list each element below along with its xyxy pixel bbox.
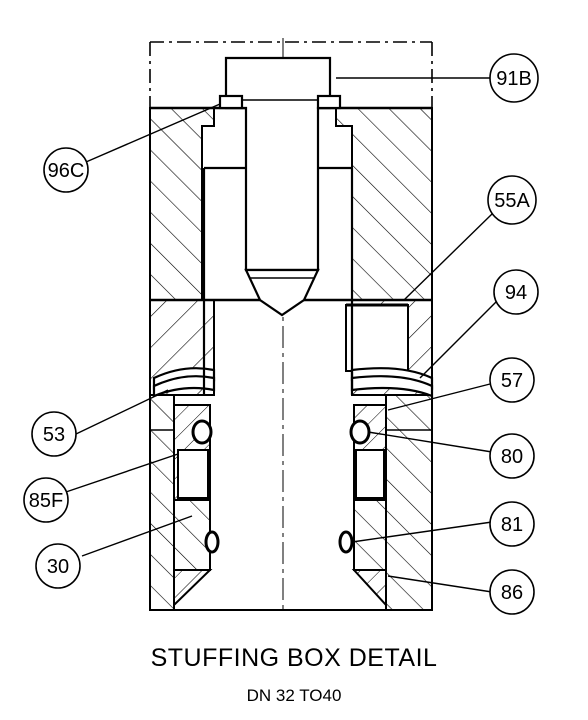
leader-lines — [59, 77, 499, 593]
svg-text:55A: 55A — [494, 190, 530, 212]
svg-text:80: 80 — [501, 446, 523, 468]
o-rings — [191, 419, 371, 554]
gland-housing — [149, 106, 433, 301]
valve-stem — [202, 56, 354, 395]
svg-text:86: 86 — [501, 582, 523, 604]
callout-85f: 85F — [23, 477, 69, 523]
svg-text:81: 81 — [501, 514, 523, 536]
drawing-title: STUFFING BOX DETAIL — [150, 644, 438, 672]
gland-flange — [218, 94, 342, 110]
svg-text:91B: 91B — [496, 68, 532, 90]
svg-text:53: 53 — [43, 424, 65, 446]
svg-text:94: 94 — [505, 282, 527, 304]
outer-boundary — [149, 41, 433, 108]
drawing-subtitle: DN 32 TO40 — [246, 686, 342, 705]
callout-30: 30 — [35, 543, 81, 589]
svg-text:96C: 96C — [48, 160, 85, 182]
svg-text:30: 30 — [47, 556, 69, 578]
lower-housing — [149, 394, 433, 611]
callout-57: 57 — [489, 357, 535, 403]
callout-80: 80 — [489, 433, 535, 479]
callout-94: 94 — [493, 269, 539, 315]
guide-bushing — [173, 404, 387, 501]
callout-86: 86 — [489, 569, 535, 615]
callout-91b: 91B — [489, 53, 539, 103]
svg-text:57: 57 — [501, 370, 523, 392]
svg-text:85F: 85F — [29, 490, 63, 512]
callout-53: 53 — [31, 411, 77, 457]
bottom-seat — [173, 569, 387, 608]
callout-96c: 96C — [43, 147, 89, 193]
callout-81: 81 — [489, 501, 535, 547]
callout-55a: 55A — [487, 175, 537, 225]
